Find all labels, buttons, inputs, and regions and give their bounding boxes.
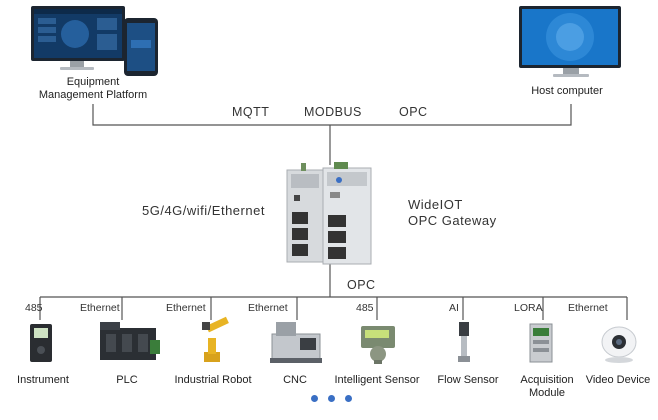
dot (345, 395, 352, 402)
bus-label-cnc: Ethernet (248, 302, 288, 314)
meter-icon (30, 324, 52, 362)
device-label-robot: Industrial Robot (174, 374, 252, 386)
downlink-protocol: OPC (347, 278, 376, 292)
uplink-label: 5G/4G/wifi/Ethernet (142, 203, 265, 218)
host-computer-label: Host computer (531, 85, 603, 97)
more-devices-indicator (311, 395, 352, 402)
phone-icon (124, 18, 158, 76)
device-label-instrument: Instrument (17, 374, 69, 386)
bus-label-acquisition: LORA (514, 302, 543, 314)
camera-icon (601, 326, 637, 363)
bus-label-sensor: 485 (356, 302, 374, 314)
device-label-cnc: CNC (283, 374, 307, 386)
acquisition-module-icon (529, 323, 553, 363)
sensor-icon (361, 326, 395, 364)
gateway-name-line2: OPC Gateway (408, 213, 497, 228)
dot (328, 395, 335, 402)
device-label-plc: PLC (116, 374, 138, 386)
cnc-machine-icon (270, 322, 322, 363)
plc-icon (100, 322, 160, 360)
device-label-acquisition: Acquisition Module (520, 374, 574, 399)
bus-label-robot: Ethernet (166, 302, 206, 314)
protocol-modbus: MODBUS (304, 105, 362, 119)
protocol-mqtt: MQTT (232, 105, 270, 119)
gateway-name-line1: WideIOT (408, 197, 463, 212)
bus-label-flow: AI (449, 302, 459, 314)
robot-arm-icon (202, 316, 229, 362)
monitor-icon (31, 6, 125, 70)
device-label-video: Video Device (585, 374, 651, 386)
dot (311, 395, 318, 402)
bus-label-video: Ethernet (568, 302, 608, 314)
protocol-opc: OPC (399, 105, 428, 119)
device-label-sensor: Intelligent Sensor (334, 374, 420, 386)
flow-sensor-icon (458, 322, 470, 362)
bus-label-instrument: 485 (25, 302, 43, 314)
bus-label-plc: Ethernet (80, 302, 120, 314)
device-label-flow: Flow Sensor (437, 374, 499, 386)
platform-label: Equipment Management Platform (38, 76, 148, 101)
